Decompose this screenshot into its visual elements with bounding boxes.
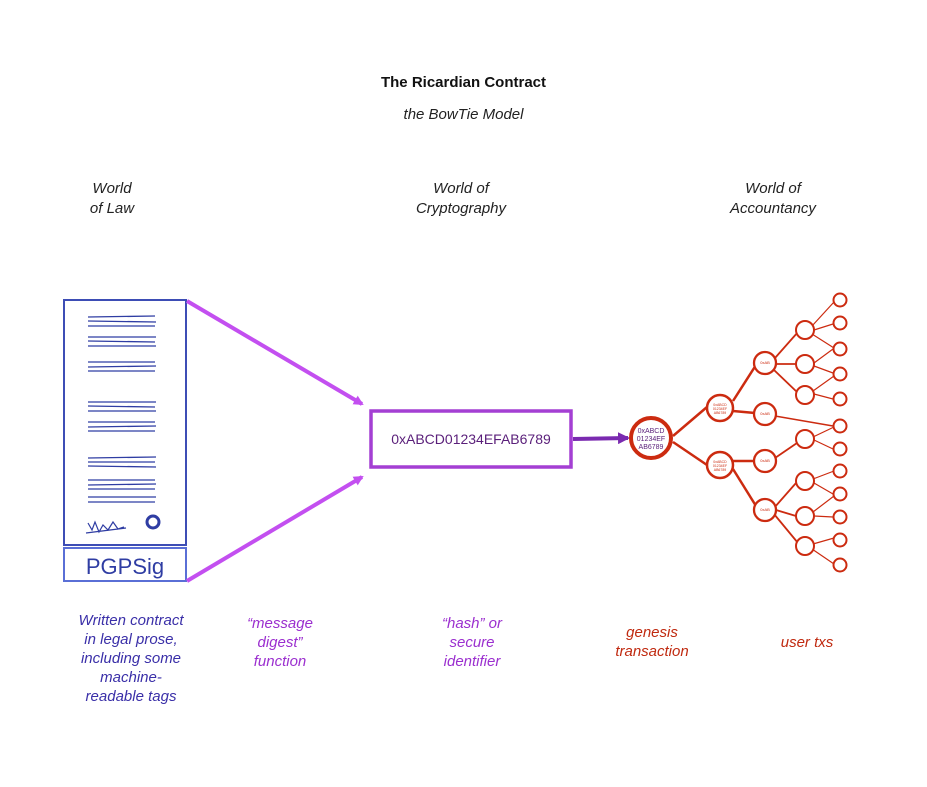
svg-text:0xAB: 0xAB [760, 411, 770, 416]
tx-node-level3 [795, 320, 815, 556]
svg-text:AB6789: AB6789 [714, 411, 727, 415]
svg-text:0xABCD: 0xABCD [638, 428, 665, 435]
svg-text:01234EF: 01234EF [713, 464, 727, 468]
world-of-cryptography-label: World of Cryptography [415, 180, 507, 217]
svg-text:01234EF: 01234EF [713, 407, 727, 411]
seal-icon [145, 514, 161, 530]
caption-genesis-transaction: genesis transaction [615, 624, 689, 660]
tx-node-level2 [752, 350, 778, 523]
arrow-hash-to-genesis [572, 432, 630, 445]
transaction-edges [672, 301, 835, 565]
caption-user-txs: user txs [780, 634, 834, 651]
diagram-subtitle: the BowTie Model [403, 106, 524, 123]
svg-text:0xABCD: 0xABCD [713, 403, 727, 407]
hash-value: 0xABCD01234EFAB6789 [391, 431, 551, 447]
signature-scribble [85, 520, 127, 534]
pgpsig-label: PGPSig [86, 554, 164, 579]
caption-message-digest: “message digest” function [247, 615, 313, 670]
pgpsig-box [63, 547, 187, 582]
genesis-node: 0xABCD 01234EF AB6789 [629, 416, 673, 460]
svg-text:AB6789: AB6789 [714, 468, 727, 472]
arrow-signature-to-hash [185, 475, 364, 583]
svg-text:0xABCD: 0xABCD [713, 460, 727, 464]
svg-text:AB6789: AB6789 [639, 444, 664, 451]
document-text-lines [87, 315, 157, 503]
arrow-document-to-hash [185, 299, 364, 406]
svg-text:0xAB: 0xAB [760, 507, 770, 512]
caption-written-contract: Written contract in legal prose, includi… [78, 612, 184, 705]
world-of-accountancy-label: World of Accountancy [730, 180, 816, 217]
tx-node-level1 [705, 393, 735, 480]
user-tx-leaves [832, 292, 848, 573]
hash-box [369, 409, 573, 469]
svg-text:0xAB: 0xAB [760, 458, 770, 463]
svg-text:01234EF: 01234EF [637, 436, 665, 443]
caption-hash-identifier: “hash” or secure identifier [441, 615, 503, 670]
diagram-title: The Ricardian Contract [380, 74, 547, 91]
contract-document [63, 299, 187, 546]
world-of-law-label: World of Law [89, 180, 135, 217]
svg-text:0xAB: 0xAB [760, 360, 770, 365]
